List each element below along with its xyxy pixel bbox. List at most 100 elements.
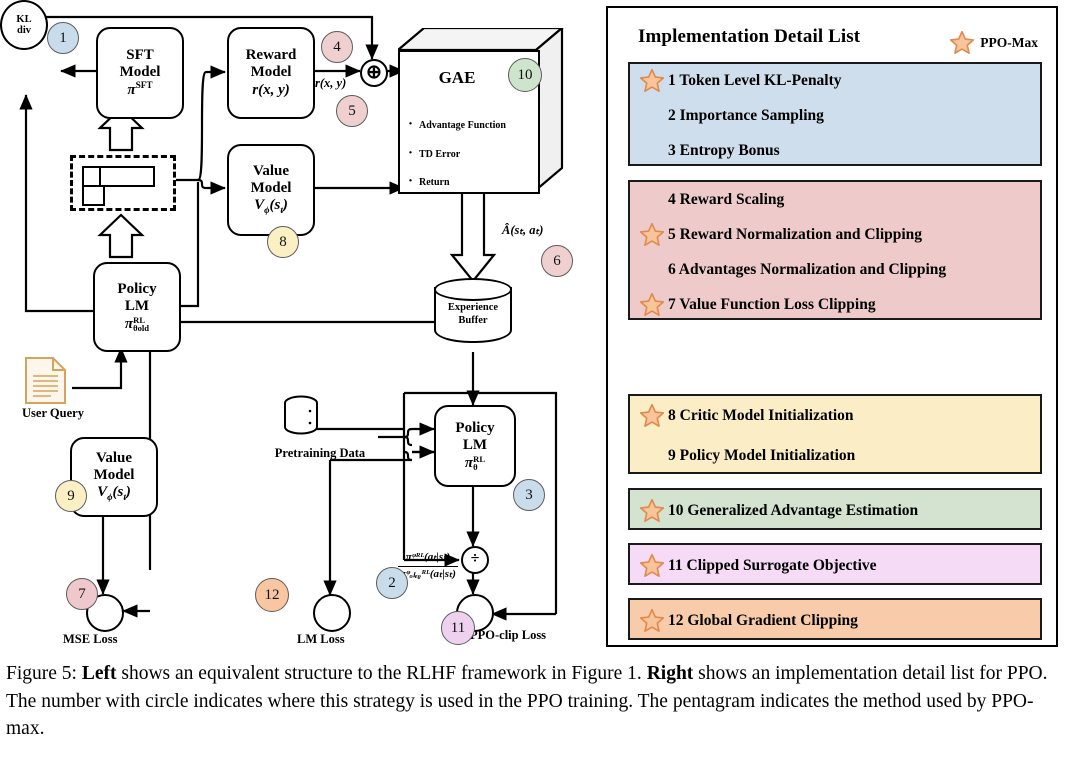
user-query-label: User Query [22,406,84,420]
badge-12: 12 [255,578,289,612]
reward-signal-label: r(x, y) [315,76,347,90]
database-icon [284,395,318,435]
vm-top-formula: Vϕ(st) [254,197,288,217]
badge-3: 3 [513,479,545,511]
node-reward-model: Reward Model r(x, y) [227,27,315,119]
detail-item-4[interactable]: 4 Reward Scaling [630,182,1040,217]
detail-item-7[interactable]: 7 Value Function Loss Clipping [630,287,1040,322]
badge-number: 4 [333,38,341,55]
ratio-denominator: πᵠₒₗₑᵨᴿᴸ(aₜ|sₜ) [400,567,456,580]
badge-2: 2 [376,567,408,599]
detail-item-6[interactable]: 6 Advantages Normalization and Clipping [630,252,1040,287]
star-placeholder [636,186,668,214]
badge-1: 1 [47,22,79,54]
gae-bullet-2: Return [408,167,536,196]
panel-header: Implementation Detail List PPO-Max [628,22,1042,56]
detail-item-label: 8 Critic Model Initialization [668,407,854,424]
detail-item-2[interactable]: 2 Importance Sampling [630,99,1040,134]
gae-bullet-list: Advantage Function TD Error Return [408,110,536,196]
detail-item-10[interactable]: 10 Generalized Advantage Estimation [630,490,1040,532]
detail-item-label: 4 Reward Scaling [668,190,785,208]
buffer-label: Experience Buffer [434,302,512,328]
node-sft-model: SFT Model πSFT [96,27,184,119]
vm-bot-label-2: Model [93,467,135,484]
plm-label-2: LM [462,437,488,454]
badge-number: 9 [67,487,75,504]
vm-bot-formula: Vϕ(st) [97,484,131,504]
detail-item-label: 10 Generalized Advantage Estimation [668,502,919,519]
detail-item-label: 1 Token Level KL-Penalty [668,72,842,90]
detail-item-label: 2 Importance Sampling [668,106,824,124]
badge-number: 3 [525,486,533,503]
badge-number: 5 [348,102,356,119]
implementation-detail-panel: Implementation Detail List PPO-Max 1 Tok… [606,6,1058,647]
star-icon [950,30,975,54]
node-gae: GAE Advantage Function TD Error Return [398,28,566,194]
star-placeholder [636,137,668,165]
detail-item-12[interactable]: 12 Global Gradient Clipping [630,600,1040,642]
badge-number: 7 [78,585,86,602]
badge-number: 10 [517,66,533,83]
lm-loss-label: LM Loss [297,632,345,646]
plm-old-label-1: Policy [117,281,157,298]
caption-text-1: shows an equivalent structure to the RLH… [116,663,647,684]
plm-label-1: Policy [455,420,495,437]
sum-operator: ⊕ [360,59,388,87]
vm-top-label-2: Model [250,180,292,197]
detail-item-label: 11 Clipped Surrogate Objective [668,557,877,574]
badge-9: 9 [55,480,87,512]
buffer-label-1: Experience [447,302,499,313]
rm-label-1: Reward [245,47,297,64]
detail-item-label: 6 Advantages Normalization and Clipping [668,260,947,278]
badge-7: 7 [66,578,98,610]
kl-line-2: div [16,25,31,36]
panel-title: Implementation Detail List [638,26,861,47]
badge-number: 2 [388,574,396,591]
ppo-max-legend-label: PPO-Max [980,35,1038,50]
detail-item-3[interactable]: 3 Entropy Bonus [630,133,1040,168]
document-icon [25,357,66,404]
plm-old-label-2: LM [124,298,150,315]
sft-label-2: Model [119,63,161,80]
buffer-label-2: Buffer [458,314,488,326]
badge-6: 6 [541,245,573,277]
detail-item-1[interactable]: 1 Token Level KL-Penalty [630,64,1040,99]
pretraining-data-icon-group: Pretraining Data [262,395,378,466]
badge-number: 11 [450,619,466,636]
response-tokens-box [70,155,176,211]
star-icon [636,607,668,635]
detail-item-11[interactable]: 11 Clipped Surrogate Objective [630,545,1040,587]
lm-loss-node [313,594,351,632]
kl-line-1: KL [16,13,32,25]
star-icon [636,221,668,249]
rlhf-flow-diagram: KL div SFT Model πSFT Reward Model r(x, … [0,0,596,652]
group-green: 10 Generalized Advantage Estimation [628,488,1042,530]
user-query-icon-group: User Query [10,357,96,422]
detail-item-8[interactable]: 8 Critic Model Initialization [630,396,1040,436]
caption-bold-left: Left [81,663,117,684]
caption-text-2: shows an implementation detail list for … [6,663,1048,740]
detail-item-9[interactable]: 9 Policy Model Initialization [630,436,1040,476]
badge-number: 6 [553,252,561,269]
gae-bullet-1: TD Error [408,139,536,168]
caption-prefix: Figure 5: [6,663,77,684]
ppo-max-legend: PPO-Max [949,30,1038,56]
detail-item-label: 5 Reward Normalization and Clipping [668,225,923,243]
detail-item-label: 7 Value Function Loss Clipping [668,295,876,313]
badge-number: 12 [264,586,280,603]
star-placeholder [636,256,668,284]
badge-8: 8 [267,226,299,258]
detail-item-5[interactable]: 5 Reward Normalization and Clipping [630,217,1040,252]
sft-formula: πSFT [127,81,153,99]
buffer-top-ellipse [434,278,512,301]
ratio-numerator: πᵠᴿᴸ(aₜ|sₜ) [398,551,458,567]
detail-item-label: 12 Global Gradient Clipping [668,612,858,629]
ppo-clip-loss-label: PPO-clip Loss [470,628,547,642]
group-purple: 11 Clipped Surrogate Objective [628,543,1042,585]
star-placeholder [636,442,668,470]
star-icon [636,497,668,525]
